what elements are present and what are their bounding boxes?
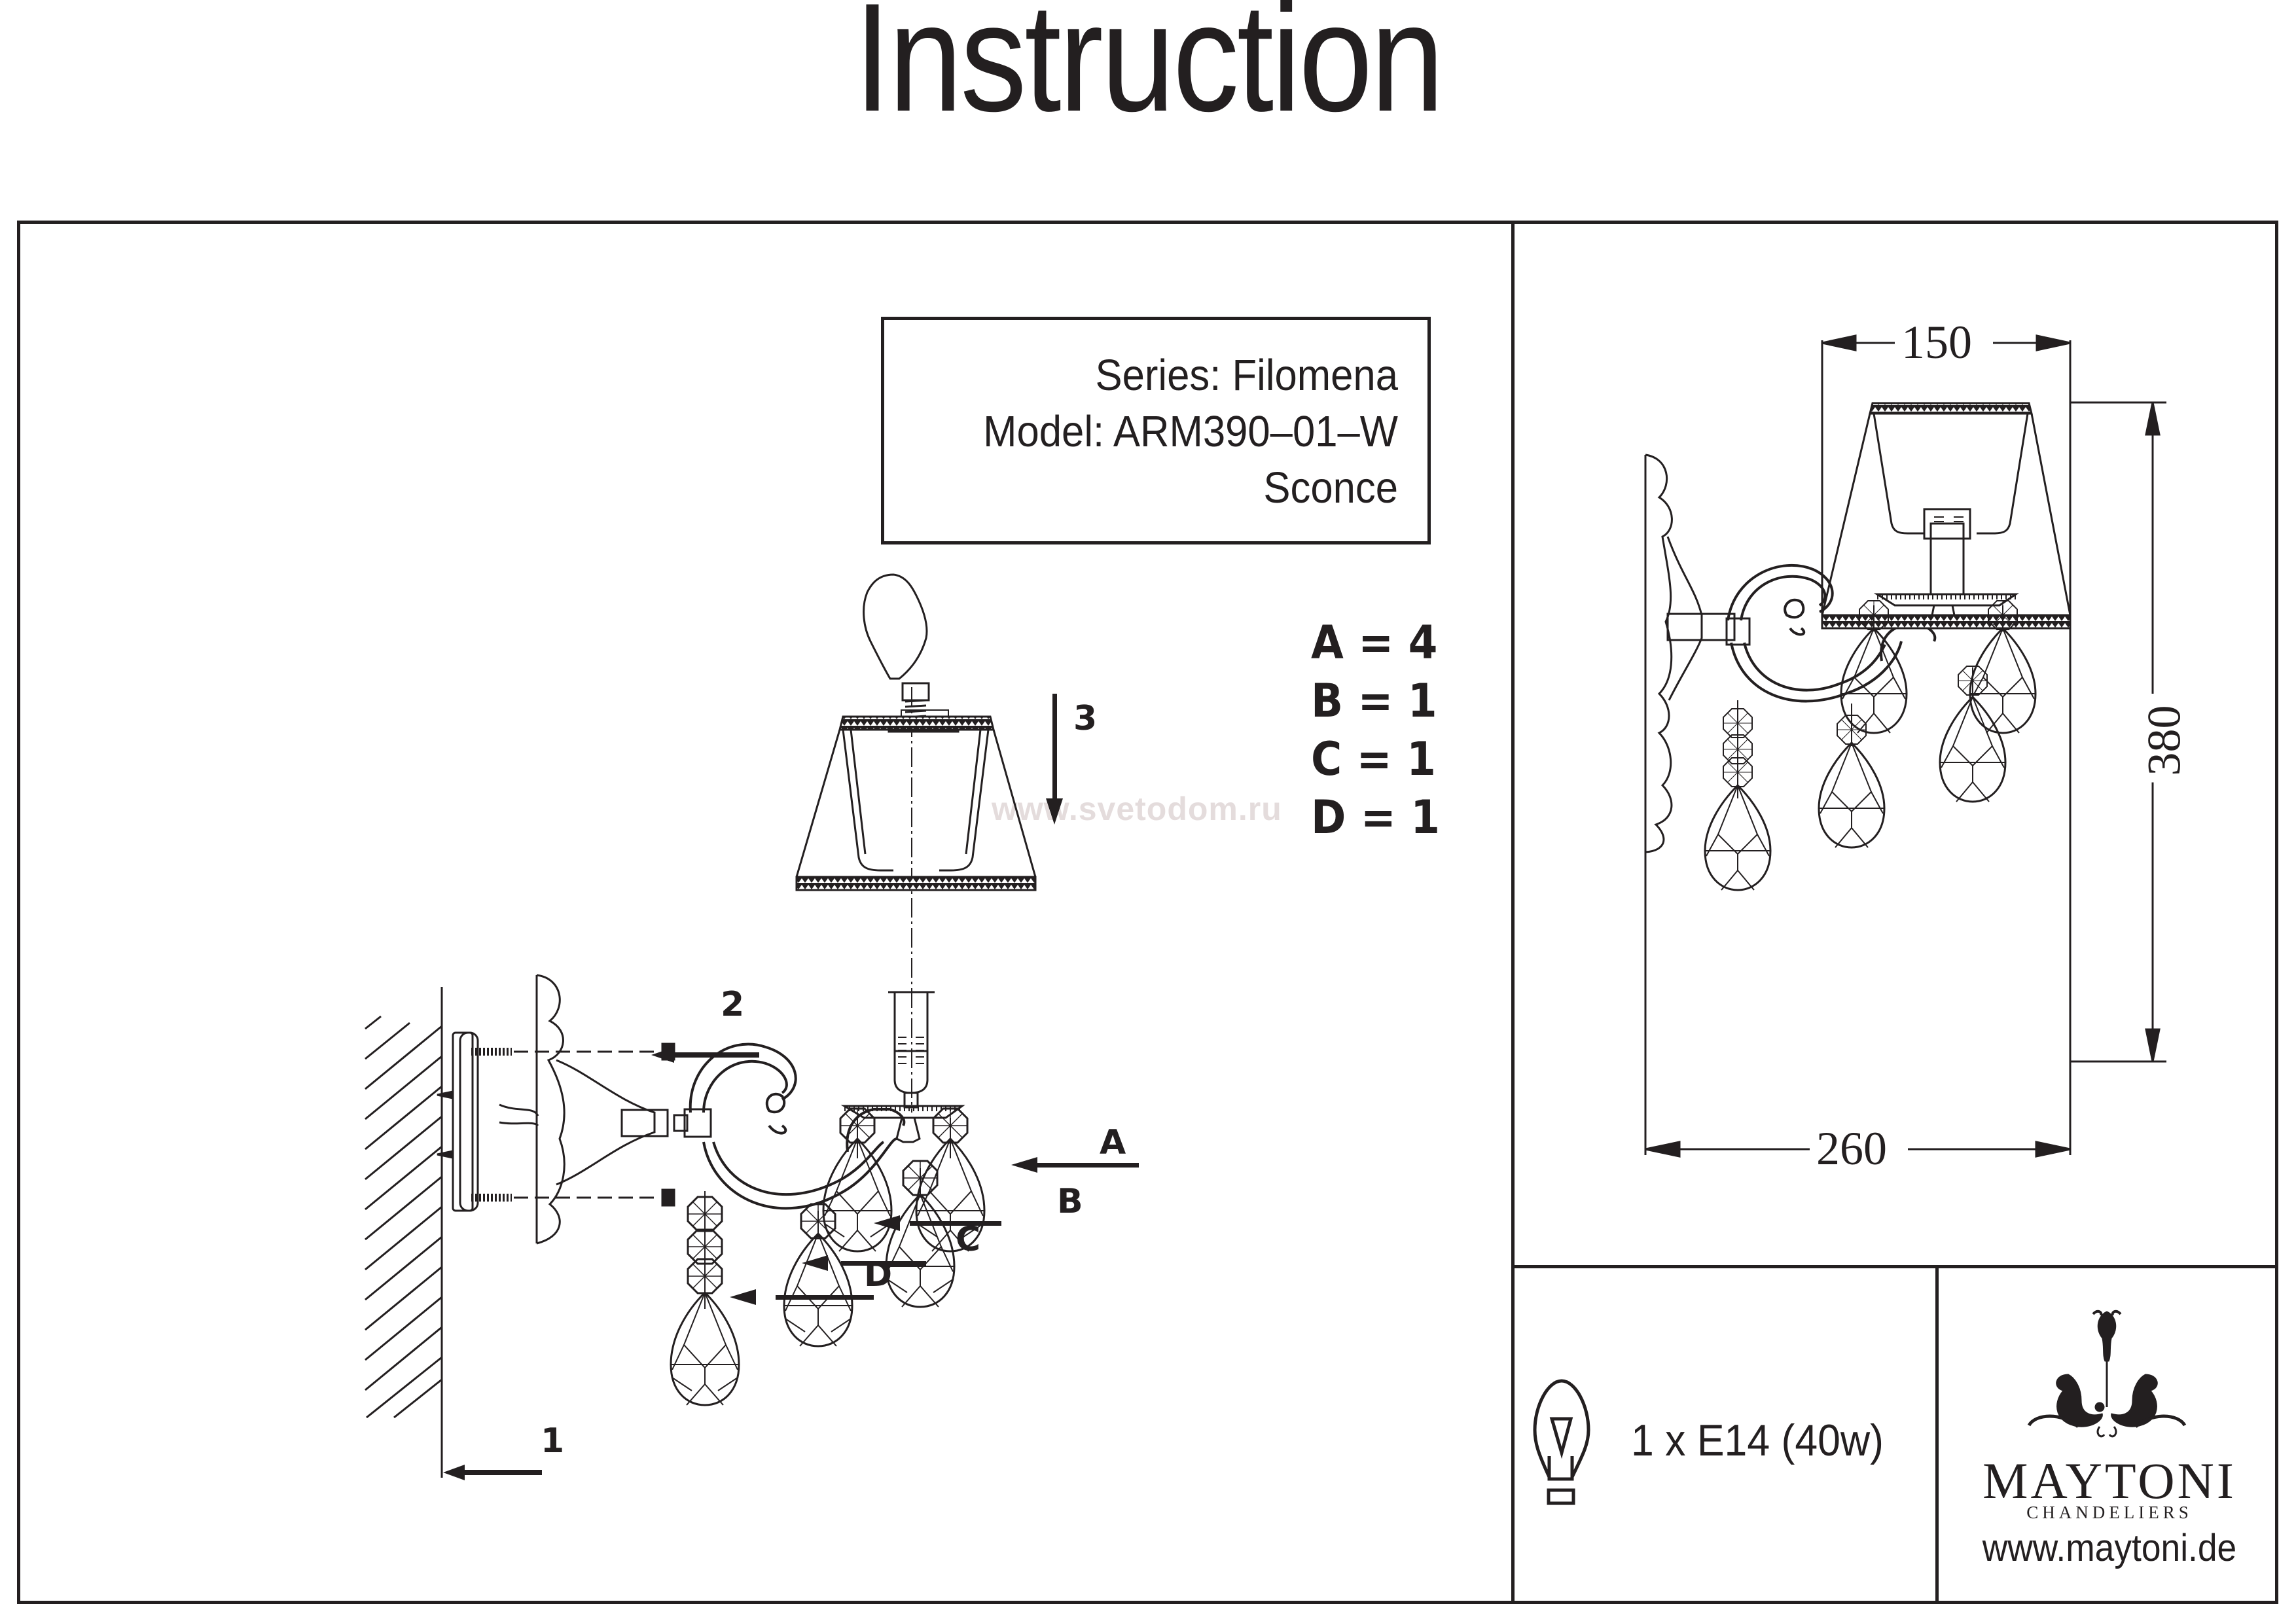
parts-list: A = 4 B = 1 C = 1 D = 1 bbox=[1311, 614, 1451, 847]
parts-item-c: C = 1 bbox=[1311, 732, 1436, 786]
dimension-shade-width: 150 bbox=[1895, 315, 1979, 370]
arrow-callout-a bbox=[1034, 1163, 1139, 1168]
product-type-label: Sconce bbox=[1263, 463, 1398, 512]
step-label-3: 3 bbox=[1073, 699, 1098, 738]
fixture-crystals bbox=[1704, 599, 2037, 891]
dimension-lines bbox=[1644, 334, 2166, 1158]
arrow-step-3 bbox=[1052, 694, 1057, 808]
arrow-callout-c bbox=[841, 1261, 926, 1266]
callout-label-b: B bbox=[1057, 1182, 1083, 1221]
brand-name: MAYTONI bbox=[1982, 1452, 2236, 1509]
arrow-step-1 bbox=[457, 1470, 542, 1475]
instruction-frame bbox=[17, 221, 2278, 1604]
fixture-arm bbox=[1725, 563, 2019, 703]
wall-hatching bbox=[365, 987, 443, 1478]
lamp-socket bbox=[888, 687, 935, 1113]
arrow-callout-b bbox=[910, 1221, 1001, 1226]
crystals-assembly bbox=[670, 1107, 986, 1406]
parts-item-d: D = 1 bbox=[1311, 791, 1441, 844]
watermark-text: www.svetodom.ru bbox=[992, 791, 1282, 827]
page-title: Instruction bbox=[853, 0, 1444, 144]
panel-divider-vertical bbox=[1511, 221, 1515, 1604]
brand-website-link[interactable]: www.maytoni.de bbox=[1982, 1527, 2237, 1569]
dimension-depth: 260 bbox=[1810, 1122, 1893, 1176]
footer-divider-vertical bbox=[1935, 1265, 1939, 1604]
callout-label-c: C bbox=[956, 1220, 981, 1259]
bulb-spec-label: 1 x E14 (40w) bbox=[1631, 1416, 1884, 1465]
arrow-callout-d bbox=[776, 1295, 874, 1300]
callout-label-a: A bbox=[1100, 1123, 1126, 1162]
model-label: Model: ARM390–01–W bbox=[983, 407, 1398, 456]
lamp-shade bbox=[795, 715, 1037, 891]
callout-label-d: D bbox=[864, 1255, 893, 1294]
step-label-1: 1 bbox=[541, 1421, 565, 1461]
product-info-box: Series: Filomena Model: ARM390–01–W Scon… bbox=[881, 317, 1431, 544]
step-arrows bbox=[443, 694, 1139, 1480]
parts-item-a: A = 4 bbox=[1311, 616, 1438, 669]
panel-divider-horizontal bbox=[1511, 1265, 2278, 1268]
wall-backplate bbox=[535, 974, 689, 1245]
parts-item-b: B = 1 bbox=[1311, 674, 1437, 728]
fixture-backplate bbox=[1644, 454, 1736, 1034]
arrow-step-2 bbox=[661, 1052, 759, 1058]
brand-tagline: CHANDELIERS bbox=[2026, 1503, 2193, 1522]
light-bulb-icon bbox=[1533, 1379, 1590, 1505]
step-label-2: 2 bbox=[721, 985, 745, 1024]
series-label: Series: Filomena bbox=[1095, 351, 1398, 400]
